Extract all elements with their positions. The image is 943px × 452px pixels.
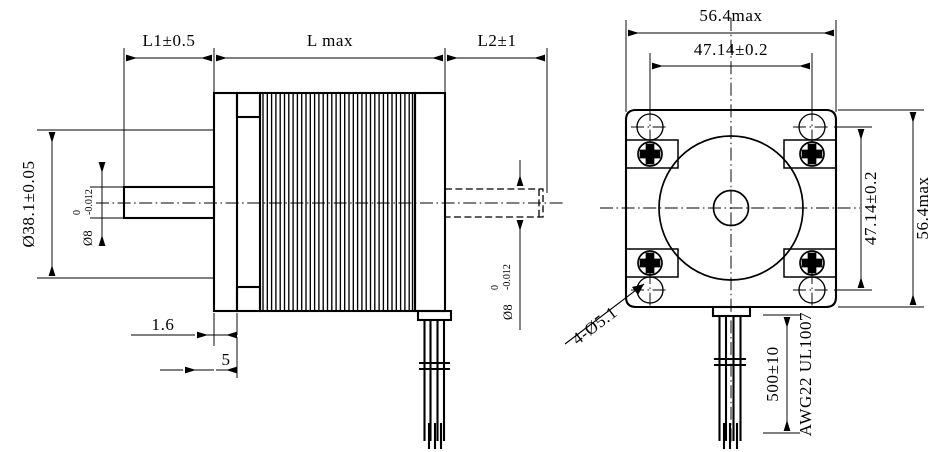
screw-heads xyxy=(637,141,825,276)
lead-wire-bundle-front xyxy=(711,305,752,450)
screw-head-bottom-right xyxy=(799,250,825,276)
front-output-shaft xyxy=(122,185,216,220)
lamination-hatch xyxy=(262,93,414,311)
dimension-frame-height-max: 56.4max xyxy=(838,109,932,308)
dimension-boss-height: 1.6 xyxy=(131,313,238,346)
label-lead-length: 500±10 xyxy=(763,346,782,401)
dimension-shaft-rear-length: L2±1 xyxy=(447,31,548,193)
label-frame-height-max: 56.4max xyxy=(913,176,932,239)
side-view: L1±0.5 L max L2±1 Ø38.1±0.05 Ø8 0 xyxy=(19,31,566,450)
label-l1: L1±0.5 xyxy=(142,31,195,50)
screw-head-bottom-left xyxy=(637,250,663,276)
label-mounting-pitch-horizontal: 47.14±0.2 xyxy=(694,40,768,59)
label-l-max: L max xyxy=(307,31,353,50)
label-shaft-tol-rear-lower: -0.012 xyxy=(502,264,513,290)
label-shaft-tol-front-upper: 0 xyxy=(72,210,83,215)
label-shaft-diameter-rear: Ø8 xyxy=(501,304,515,320)
dimension-lead-length: 500±10 xyxy=(763,314,800,434)
label-shaft-tol-front-lower: -0.012 xyxy=(84,189,95,215)
dimension-mounting-pitch-vertical: 47.14±0.2 xyxy=(834,126,880,291)
label-shaft-diameter-front: Ø8 xyxy=(81,230,95,246)
label-mounting-holes: 4-Ø5.1 xyxy=(568,303,620,349)
label-mounting-pitch-vertical: 47.14±0.2 xyxy=(861,171,880,245)
screw-head-top-left xyxy=(637,141,663,167)
label-frame-width-max: 56.4max xyxy=(699,6,762,25)
screw-head-top-right xyxy=(799,141,825,167)
label-boss-length: 5 xyxy=(221,350,230,369)
callout-mounting-holes: 4-Ø5.1 xyxy=(564,283,645,349)
dimension-frame-width-max: 56.4max xyxy=(625,6,837,112)
front-view: 56.4max 47.14±0.2 47.14±0.2 56.4max xyxy=(564,6,932,450)
dimension-mounting-pitch-horizontal: 47.14±0.2 xyxy=(649,40,813,112)
lead-wire-bundle-side xyxy=(416,309,453,450)
dimension-flange-diameter: Ø38.1±0.05 xyxy=(19,129,214,279)
dimension-shaft-diameter-front: Ø8 0 -0.012 xyxy=(72,162,124,246)
motor-body-outline xyxy=(212,91,447,313)
label-boss-height: 1.6 xyxy=(151,315,174,334)
label-l2: L2±1 xyxy=(477,31,516,50)
dimension-boss-length: 5 xyxy=(160,337,238,378)
label-flange-diameter: Ø38.1±0.05 xyxy=(19,160,38,247)
label-lead-spec: AWG22 UL1007 xyxy=(796,312,815,436)
dimension-body-length: L max xyxy=(216,31,446,96)
dimension-shaft-front-length: L1±0.5 xyxy=(123,31,215,191)
label-shaft-tol-rear-upper: 0 xyxy=(490,285,501,290)
dimension-shaft-diameter-rear: Ø8 0 -0.012 xyxy=(490,160,524,330)
frame-outline xyxy=(624,108,838,309)
